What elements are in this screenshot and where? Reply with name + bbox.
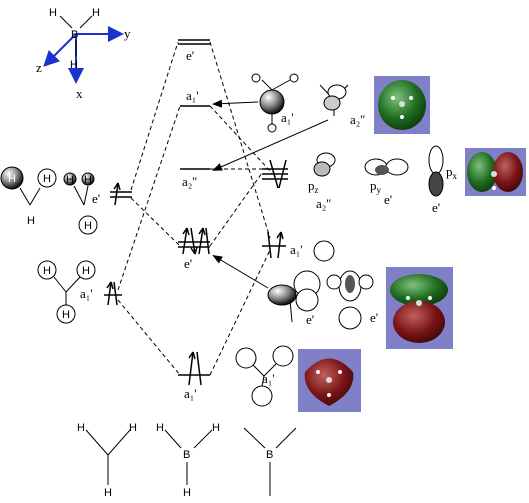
axis-system: H H B H y z x (36, 7, 131, 101)
h3-fragment: e' a₁' H H H H H H H H H (0, 166, 132, 324)
arrow-e-prime (212, 254, 269, 289)
pz-orbital-icon (313, 152, 336, 177)
salc-e2-orbital (63, 172, 77, 186)
bh3-e2-sym-label: e' (370, 310, 378, 325)
bh3-a1-sym-label: a₁' (281, 110, 294, 125)
z-axis (43, 33, 77, 67)
svg-text:H: H (43, 265, 51, 277)
py-sym-label: e' (384, 192, 392, 207)
bh3-a2-sym-label: a₂'' (350, 112, 365, 127)
arrow-a1-upper (212, 99, 259, 108)
pz-sym-label: a₂'' (316, 196, 331, 211)
salc-a1-orbital (37, 260, 57, 280)
label-e-prime-bonding: e' (184, 256, 192, 271)
label-a1-prime-upper: a₁' (186, 88, 199, 103)
mo-render-e-prime-bonding (386, 267, 453, 349)
mo-render-a2 (374, 76, 430, 134)
axis-atom-h1: H (49, 7, 57, 19)
px-orbital-icon (428, 145, 444, 197)
svg-text:H: H (62, 309, 70, 321)
z-axis-label: z (36, 60, 42, 75)
bh3-e1-sym-label: e' (306, 312, 314, 327)
y-axis-label: y (124, 26, 131, 41)
arrow-a2 (212, 119, 329, 171)
electrons-e-prime (182, 227, 210, 255)
bh3-e1-orbital-icon (267, 270, 321, 323)
axis-atom-b: B (71, 29, 78, 41)
bh3-a1-bottom-sym-label: a₁' (262, 371, 275, 386)
svg-text:H: H (27, 215, 35, 227)
svg-text:H: H (104, 487, 112, 499)
svg-text:H: H (43, 173, 51, 185)
bh3-a1-bottom-orbital-icon (235, 345, 294, 407)
svg-text:H: H (84, 220, 92, 232)
electrons-a1-prime-bottom (188, 351, 202, 386)
bh3-a2-orbital-icon (319, 84, 349, 116)
px-sym-label: e' (432, 200, 440, 215)
svg-text:H: H (66, 174, 74, 186)
svg-text:H: H (129, 422, 137, 434)
label-a1-prime-bottom: a₁' (184, 386, 197, 401)
bh3-fragment: a₁' a₁' a₂'' pz a₂'' (212, 73, 458, 407)
frag-label-e-prime: e' (92, 191, 100, 206)
py-orbital-icon (364, 158, 409, 176)
svg-text:H: H (156, 422, 164, 434)
svg-text:H: H (212, 422, 220, 434)
frag-label-a1-prime-right: a₁' (290, 242, 303, 257)
svg-text:H: H (77, 422, 85, 434)
px-label: px (446, 164, 458, 181)
bh3-e2-orbital-icon (326, 270, 374, 330)
correlation-lines (117, 41, 273, 376)
svg-text:B: B (183, 449, 190, 461)
svg-text:H: H (84, 174, 92, 186)
svg-text:H: H (183, 487, 191, 499)
frag-label-a1-prime: a₁' (80, 286, 93, 301)
pz-label: pz (308, 178, 319, 195)
axis-atom-h2: H (92, 7, 100, 19)
svg-text:B: B (266, 449, 273, 461)
py-label: py (370, 178, 382, 195)
svg-text:H: H (8, 173, 16, 185)
s-orbital-icon (313, 240, 335, 262)
svg-text:H: H (82, 265, 90, 277)
mo-render-e-prime-top (465, 148, 526, 196)
mo-levels: e' a₁' a₂'' e' a₁' (178, 39, 210, 401)
axis-atom-h3: H (70, 59, 78, 71)
x-axis-label: x (76, 86, 83, 101)
bottom-structures: H H H H H B H B (77, 422, 297, 499)
salc-e1-orbital (0, 166, 24, 190)
label-a2-dprime: a₂'' (182, 174, 197, 189)
mo-render-a1-bottom (298, 349, 361, 412)
label-e-prime-top: e' (186, 48, 194, 63)
